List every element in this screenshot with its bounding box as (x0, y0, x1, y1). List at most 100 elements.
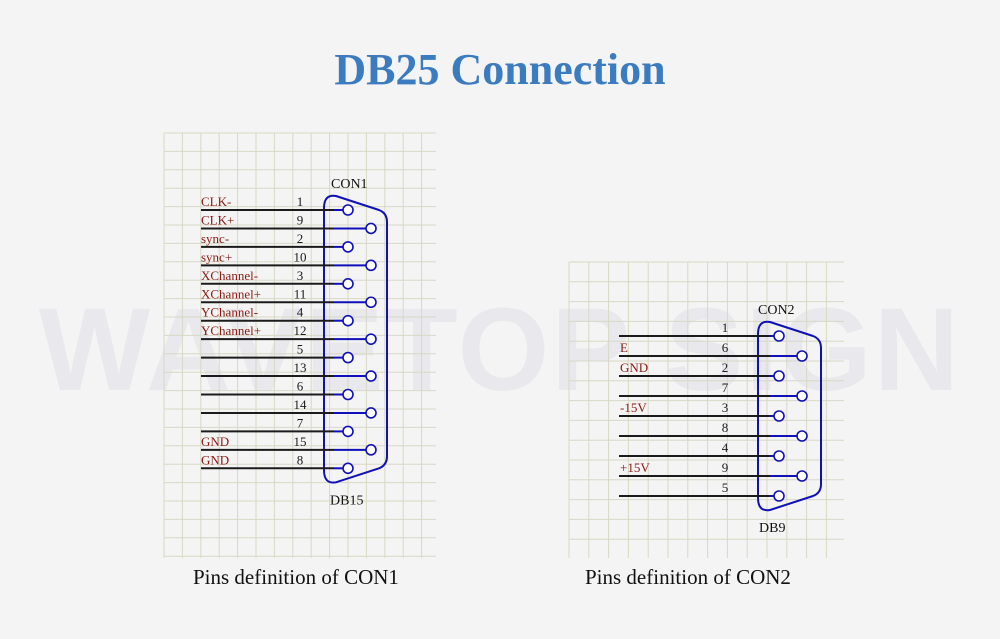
con1-pin-number: 13 (294, 360, 307, 375)
con2-pin-row: 5 (619, 480, 785, 502)
con1-pin-contact (342, 351, 354, 364)
con1-pin-number: 1 (297, 194, 304, 209)
con1-pin-row: 6 (201, 379, 354, 401)
con1-pin-contact (365, 296, 377, 309)
con2-pin-number: 9 (722, 460, 729, 475)
con2-pin-contact (773, 330, 785, 342)
con1-pin-number: 6 (297, 379, 304, 394)
con1-pin-number: 4 (297, 305, 304, 320)
con1-caption: Pins definition of CON1 (193, 565, 399, 589)
con1-pin-number: 7 (297, 415, 304, 430)
con2-pin-contact (773, 370, 785, 382)
con2-pin-number: 8 (722, 420, 729, 435)
watermark: WAVETOP SIGN (38, 284, 962, 416)
con1-pin-number: 2 (297, 231, 304, 246)
con1-pin-number: 10 (294, 249, 307, 264)
con1-signal-label: sync+ (201, 249, 232, 264)
con2-signal-label: -15V (620, 400, 647, 415)
con1-pin-row: 11 XChannel+ (201, 286, 377, 309)
con1-pin-number: 12 (294, 323, 307, 338)
con2-shell (757, 320, 822, 512)
con2-pin-row: 8 (619, 420, 808, 442)
con1-pin-contact (342, 278, 354, 290)
con1-pin-number: 9 (297, 212, 304, 227)
con1-pin-contact (365, 333, 377, 345)
con1-signal-label: YChannel- (201, 305, 258, 320)
con1-pin-row: 2 sync- (201, 231, 354, 253)
con1-pin-contact (365, 259, 377, 272)
con1-shell (323, 194, 388, 484)
con2-pin-row: 7 (619, 380, 808, 402)
con2-footer: DB9 (759, 521, 785, 536)
con2-grid (568, 261, 844, 558)
con1-signal-label: GND (201, 452, 229, 467)
con1-signal-label: CLK- (201, 194, 231, 209)
con1-grid (163, 132, 436, 558)
con1-signal-label: YChannel+ (201, 323, 261, 338)
con1-pin-number: 15 (294, 434, 307, 449)
con1-pin-row: 12 YChannel+ (201, 323, 377, 345)
con2-pin-contact (773, 490, 785, 502)
con2-signal-label: GND (620, 360, 648, 375)
con2-pin-contact (773, 450, 785, 462)
con2-pin-number: 1 (722, 320, 729, 335)
con1-pin-row: 7 (201, 415, 354, 438)
con1-pin-number: 11 (294, 286, 307, 301)
con1-footer: DB15 (330, 493, 363, 508)
con1-header: CON1 (331, 177, 368, 192)
con2-header: CON2 (758, 303, 795, 318)
con1-pin-row: 3 XChannel- (201, 268, 354, 290)
con1-pin-number: 14 (294, 397, 308, 412)
con1-pin-row: 1 CLK- (201, 194, 354, 216)
con2-pin-number: 5 (722, 480, 729, 495)
con2-pin-number: 2 (722, 360, 729, 375)
con1-pin-contact (342, 204, 354, 216)
con1-pin-contact (365, 407, 377, 419)
con1-pin-contact (365, 370, 377, 382)
con1-pin-row: 8 GND (201, 452, 354, 475)
con1-pin-number: 8 (297, 452, 304, 467)
con1-signal-label: GND (201, 434, 229, 449)
con1-signal-label: XChannel- (201, 268, 258, 283)
con2-pin-number: 7 (722, 380, 729, 395)
con1-pin-contact (342, 425, 354, 438)
con2-pin-row: 2 GND (619, 360, 785, 382)
con1-pin-contact (342, 314, 354, 327)
con2-signal-label: +15V (620, 460, 650, 475)
con1-signal-label: CLK+ (201, 212, 234, 227)
con1-pin-number: 3 (297, 268, 304, 283)
page-title: DB25 Connection (334, 45, 666, 94)
con1-signal-label: XChannel+ (201, 286, 261, 301)
con2-pin-contact (796, 470, 808, 482)
con2-pin-number: 6 (722, 340, 729, 355)
con2-pin-row: 4 (619, 440, 785, 462)
con1-signal-label: sync- (201, 231, 229, 246)
con2-pin-row: 3 -15V (619, 400, 785, 422)
con2-pin-row: 9 +15V (619, 460, 808, 482)
con2-pin-contact (773, 410, 785, 422)
con1-pin-contact (342, 388, 354, 401)
con1-pin-number: 5 (297, 342, 304, 357)
con2-pin-contact (796, 430, 808, 442)
con1-pin-row: 4 YChannel- (201, 305, 354, 327)
con2-pin-contact (796, 350, 808, 362)
con1-pin-row: 14 (201, 397, 377, 419)
con1-pin-contact (365, 222, 377, 235)
con2-caption: Pins definition of CON2 (585, 565, 791, 589)
con2-signal-label: E (620, 340, 628, 355)
con1-pin-row: 10 sync+ (201, 249, 377, 272)
con1-pin-contact (342, 462, 354, 475)
con1-pin-row: 9 CLK+ (201, 212, 377, 235)
con1-pin-row: 13 (201, 360, 377, 382)
con2-pin-number: 4 (722, 440, 729, 455)
con1-pin-contact (342, 241, 354, 253)
con2-pin-row: 6E (619, 340, 808, 362)
con1-schematic: CON1DB151CLK-9CLK+2sync-10sync+3XChannel… (163, 132, 436, 558)
con2-pin-contact (796, 390, 808, 402)
con1-pin-row: 15 GND (201, 434, 377, 456)
con2-pin-row: 1 (619, 320, 785, 342)
con2-pin-number: 3 (722, 400, 729, 415)
con1-pin-contact (365, 444, 377, 456)
con1-pin-row: 5 (201, 342, 354, 364)
